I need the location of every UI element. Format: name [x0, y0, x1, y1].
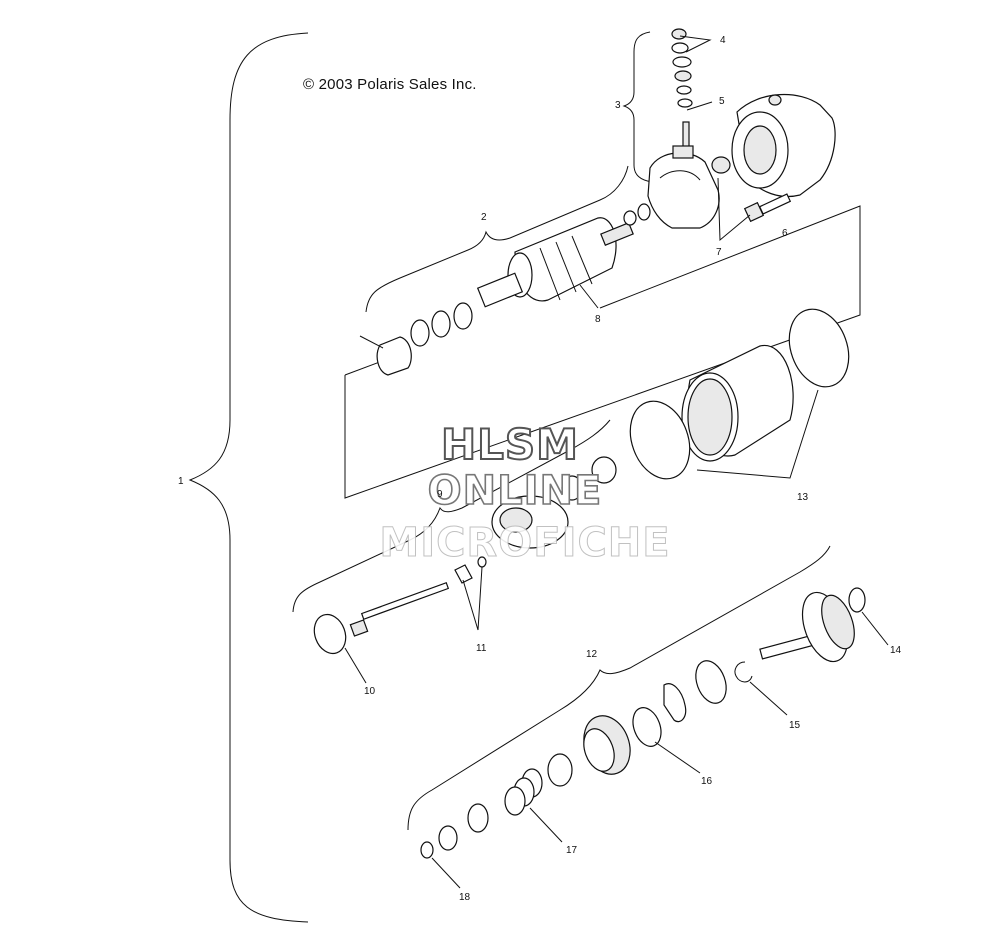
washer-flat	[695, 660, 727, 704]
armature-washer-a	[623, 210, 637, 226]
callout-8: 8	[595, 314, 601, 325]
clutch-gear	[583, 715, 631, 775]
drive-housing	[491, 456, 617, 549]
brush-plate	[647, 152, 720, 229]
sleeve	[547, 753, 573, 787]
through-bolt	[349, 582, 450, 637]
spring-17	[504, 768, 543, 816]
brace-1	[188, 32, 309, 923]
callout-1: 1	[178, 476, 184, 487]
washer-17b	[467, 803, 489, 833]
watermark-line1: HLSM	[440, 419, 579, 470]
o-ring-10	[313, 613, 347, 655]
nut-stack	[671, 28, 693, 155]
collar-split	[663, 683, 687, 723]
washer-18a	[438, 825, 458, 851]
brace-2	[365, 165, 629, 313]
brush-retainer	[376, 336, 412, 376]
callout-7: 7	[716, 247, 722, 258]
copyright: © 2003 Polaris Sales Inc.	[303, 76, 477, 93]
callout-18: 18	[459, 892, 471, 903]
callout-17: 17	[566, 845, 578, 856]
ring-16	[632, 707, 662, 747]
armature	[476, 217, 634, 308]
callout-4: 4	[720, 35, 726, 46]
armature-washer-b	[637, 203, 651, 221]
callout-14: 14	[890, 645, 902, 656]
o-ring-13b	[629, 400, 691, 480]
callout-15: 15	[789, 720, 801, 731]
pinion-shaft	[759, 591, 855, 663]
c-ring-15	[734, 661, 753, 683]
brace-3	[622, 31, 653, 183]
yoke-frame	[344, 205, 861, 499]
callout-9: 9	[437, 489, 443, 500]
watermark-line3: MICROFICHE	[379, 520, 671, 567]
washer-18b	[420, 841, 434, 859]
callout-10: 10	[364, 686, 376, 697]
callout-13: 13	[797, 492, 809, 503]
washer-left-3	[410, 319, 430, 347]
callout-11: 11	[476, 643, 487, 654]
washer-left-2	[431, 310, 451, 338]
callout-12: 12	[586, 649, 598, 660]
callout-6: 6	[782, 228, 788, 239]
washer-14	[848, 587, 866, 613]
watermark-line2: ONLINE	[427, 467, 603, 515]
callout-3: 3	[615, 100, 621, 111]
brace-12	[407, 545, 831, 831]
brace-9	[292, 419, 611, 613]
o-ring-13a	[788, 308, 850, 388]
callout-2: 2	[481, 212, 487, 223]
washer-left-1	[453, 302, 473, 330]
callout-5: 5	[719, 96, 725, 107]
screw-6	[743, 193, 792, 223]
yoke	[681, 344, 794, 462]
callout-16: 16	[701, 776, 713, 787]
commutator-end-housing	[731, 94, 836, 198]
bolt-washer	[454, 564, 473, 584]
